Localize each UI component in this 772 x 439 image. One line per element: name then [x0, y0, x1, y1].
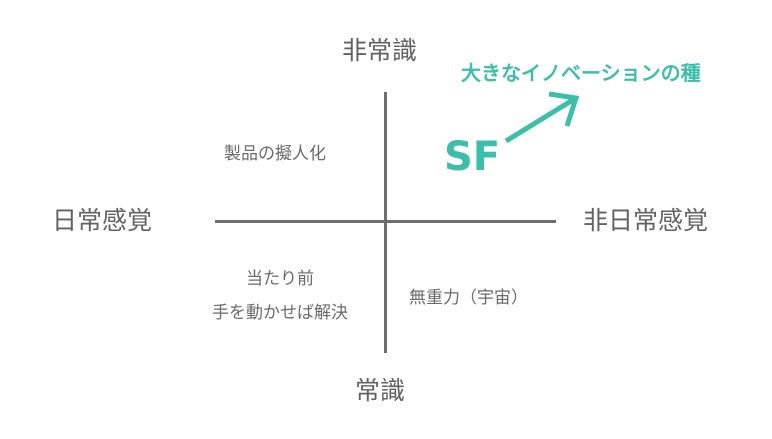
quadrant-bottom-left-line1: 当たり前 [246, 269, 314, 289]
sf-label: SF [444, 134, 501, 180]
axis-label-right: 非日常感覚 [583, 206, 709, 235]
quadrant-top-left-label: 製品の擬人化 [224, 144, 326, 164]
axis-label-left: 日常感覚 [52, 206, 153, 235]
horizontal-axis [215, 220, 556, 223]
axis-label-top: 非常識 [342, 36, 418, 65]
quadrant-bottom-right-label: 無重力（宇宙） [409, 288, 528, 308]
innovation-annotation: 大きなイノベーションの種 [461, 61, 701, 85]
quadrant-bottom-left-line2: 手を動かせば解決 [212, 303, 348, 323]
quadrant-bottom-left-label: 当たり前 手を動かせば解決 [190, 262, 370, 330]
axis-label-bottom: 常識 [355, 376, 406, 405]
